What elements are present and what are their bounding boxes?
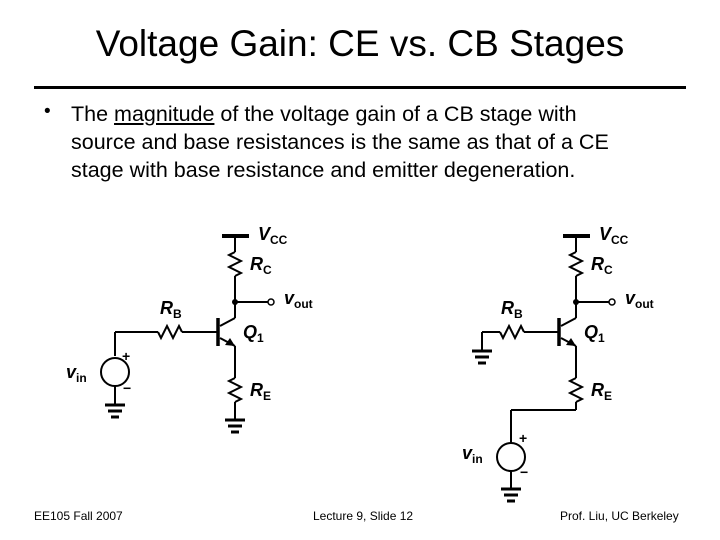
vin-minus-label: − — [123, 380, 131, 396]
ground-icon — [105, 403, 125, 419]
vout-terminal — [608, 298, 616, 306]
vout-label: vout — [284, 288, 313, 311]
rc-label: RC — [250, 254, 272, 277]
rb-resistor — [157, 323, 183, 341]
footer-author: Prof. Liu, UC Berkeley — [560, 509, 679, 523]
rb-label: RB — [160, 298, 182, 321]
ground-icon — [225, 418, 245, 434]
vin-plus-label: + — [122, 348, 130, 364]
bullet-line-3: stage with base resistance and emitter d… — [71, 158, 576, 182]
title-divider — [34, 86, 686, 89]
q1-label: Q1 — [584, 322, 605, 345]
bullet-text-underlined: magnitude — [114, 102, 215, 126]
footer-course: EE105 Fall 2007 — [34, 509, 123, 523]
rc-resistor — [226, 251, 244, 277]
vin-minus-label: − — [520, 464, 528, 480]
bullet-text-after: of the voltage gain of a CB stage with — [214, 102, 577, 126]
vcc-label: VCC — [258, 224, 288, 247]
vin-label: vin — [462, 443, 483, 466]
vout-terminal — [267, 298, 275, 306]
rc-resistor — [567, 251, 585, 277]
bullet-text-before: The — [71, 102, 115, 126]
bullet-marker: • — [44, 101, 51, 122]
vin-plus-label: + — [519, 430, 527, 446]
slide-title: Voltage Gain: CE vs. CB Stages — [95, 23, 625, 64]
re-resistor — [226, 377, 244, 403]
bullet-text: The magnitude of the voltage gain of a C… — [71, 100, 711, 184]
rc-label: RC — [591, 254, 613, 277]
bullet-line-2: source and base resistances is the same … — [71, 130, 609, 154]
ground-icon — [472, 349, 492, 365]
bullet-line-1: The magnitude of the voltage gain of a C… — [71, 100, 711, 128]
re-label: RE — [250, 380, 271, 403]
rb-label: RB — [501, 298, 523, 321]
q1-label: Q1 — [243, 322, 264, 345]
vcc-label: VCC — [599, 224, 629, 247]
vout-label: vout — [625, 288, 654, 311]
re-label: RE — [591, 380, 612, 403]
re-resistor — [567, 377, 585, 403]
ground-icon — [501, 487, 521, 503]
rb-resistor — [499, 323, 525, 341]
vin-label: vin — [66, 362, 87, 385]
footer-slide-number: Lecture 9, Slide 12 — [313, 509, 414, 523]
